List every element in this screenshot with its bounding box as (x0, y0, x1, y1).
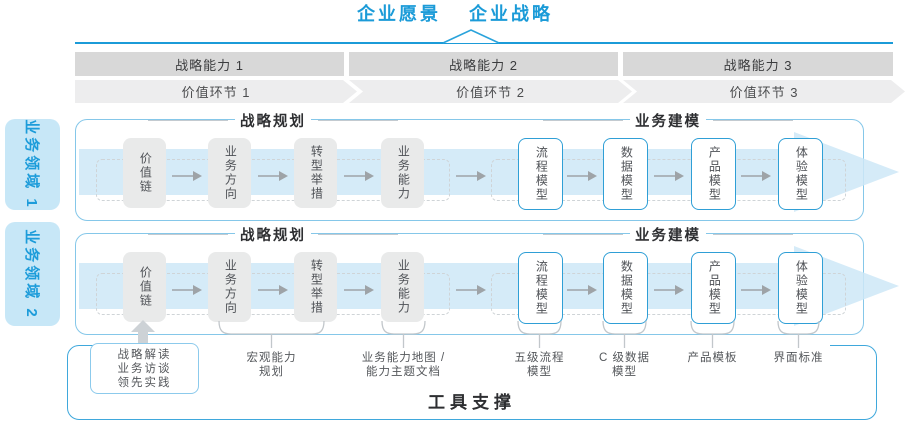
flow-node: 体验模型 (778, 252, 823, 324)
annotation-label: 宏观能力 规划 (246, 352, 297, 378)
business-domain-2-flow: 战略规划 业务建模 价值链业务方向转型举措 业务能力 流程模型数据模型产品模型体验模… (75, 223, 899, 335)
flow-node: 产品模型 (691, 252, 736, 324)
placeholder-track (491, 159, 846, 201)
capability-bar: 战略能力 1 (75, 52, 344, 76)
divider-line (543, 119, 623, 121)
section-strategic-planning: 战略规划 (148, 109, 398, 131)
domain-tag-1: 业务领域 1 (5, 119, 60, 210)
flow-node: 体验模型 (778, 138, 823, 210)
brace-connector (777, 321, 820, 348)
annotation-label: 五级流程 模型 (514, 352, 565, 378)
practice-line: 战略解读 (117, 348, 172, 361)
section-business-modeling: 业务建模 (543, 109, 793, 131)
flow-node: 数据模型 (603, 138, 648, 210)
brace-connector (218, 321, 325, 348)
domain-label: 业务领域 2 (23, 228, 41, 320)
flow-node: 业务能力 (381, 252, 424, 322)
flow-node: 数据模型 (603, 252, 648, 324)
title-row: 企业愿景 企业战略 (0, 0, 910, 26)
tool-support-label: 工具支撑 (428, 393, 516, 412)
capability-bar: 战略能力 3 (623, 52, 893, 76)
arrow-right-icon (257, 168, 288, 186)
flow-node: 转型举措 (294, 138, 337, 208)
section-title: 战略规划 (235, 223, 311, 245)
section-title: 战略规划 (235, 109, 311, 131)
flow-node: 产品模型 (691, 138, 736, 210)
domain-label: 业务领域 1 (23, 119, 41, 210)
arrow-right-icon (741, 168, 771, 186)
annotation-label: C 级数据 模型 (599, 352, 650, 378)
arrow-right-icon (567, 282, 597, 300)
flow-node: 转型举措 (294, 252, 337, 322)
arrow-right-icon (172, 168, 202, 186)
section-title: 业务建模 (630, 223, 706, 245)
flow-node: 价值链 (123, 138, 166, 208)
strategy-title: 企业战略 (469, 4, 553, 24)
brace-connector (602, 321, 647, 348)
section-strategic-planning: 战略规划 (148, 223, 398, 245)
value-link-segment: 价值环节 3 (623, 80, 905, 103)
flow-node: 业务方向 (208, 138, 251, 208)
divider-line (713, 233, 793, 235)
arrow-right-icon (741, 282, 771, 300)
up-arrow-icon (131, 320, 155, 332)
flow-node: 流程模型 (518, 252, 563, 324)
cover-strip (110, 343, 830, 349)
annotation-label: 产品模板 (687, 352, 738, 364)
flow-node: 流程模型 (518, 138, 563, 210)
section-title: 业务建模 (630, 109, 706, 131)
placeholder-track (96, 273, 450, 315)
arrow-right-icon (257, 282, 288, 300)
arrow-right-icon (653, 282, 684, 300)
caret-pointer-icon (442, 29, 500, 44)
placeholder-track (96, 159, 450, 201)
arrow-right-icon (567, 168, 597, 186)
brace-connector (690, 321, 735, 348)
divider-line (543, 233, 623, 235)
annotation-label: 界面标准 (773, 352, 824, 364)
business-domain-1-flow: 战略规划 业务建模 价值链业务方向转型举措 业务能力 流程模型数据模型产品模型体验模… (75, 109, 899, 221)
divider-line (148, 119, 228, 121)
divider-line (318, 233, 398, 235)
brace-connector (517, 321, 562, 348)
placeholder-track (491, 273, 846, 315)
divider-line (148, 233, 228, 235)
up-arrow-stem (138, 332, 148, 344)
arrow-right-icon (344, 282, 374, 300)
divider-line (318, 119, 398, 121)
arrow-right-icon (456, 282, 486, 300)
arrow-right-icon (456, 168, 486, 186)
arrow-right-icon (653, 168, 684, 186)
brace-connector (381, 321, 426, 348)
annotation-label: 业务能力地图 / 能力主题文档 (361, 352, 446, 378)
practice-annotation-box: 战略解读 业务访谈 领先实践 (90, 343, 199, 394)
value-link-segment: 价值环节 1 (75, 80, 357, 103)
domain-tag-2: 业务领域 2 (5, 222, 60, 326)
capability-bar: 战略能力 2 (349, 52, 618, 76)
practice-line: 业务访谈 (117, 362, 172, 375)
arrow-right-icon (172, 282, 202, 300)
flow-node: 业务能力 (381, 138, 424, 208)
practice-line: 领先实践 (117, 376, 172, 389)
vision-title: 企业愿景 (357, 4, 441, 24)
arrow-right-icon (344, 168, 374, 186)
value-link-segment: 价值环节 2 (349, 80, 632, 103)
flow-node: 价值链 (123, 252, 166, 322)
divider-line (713, 119, 793, 121)
section-business-modeling: 业务建模 (543, 223, 793, 245)
tool-support-container: 工具支撑 (67, 345, 877, 420)
flow-node: 业务方向 (208, 252, 251, 322)
